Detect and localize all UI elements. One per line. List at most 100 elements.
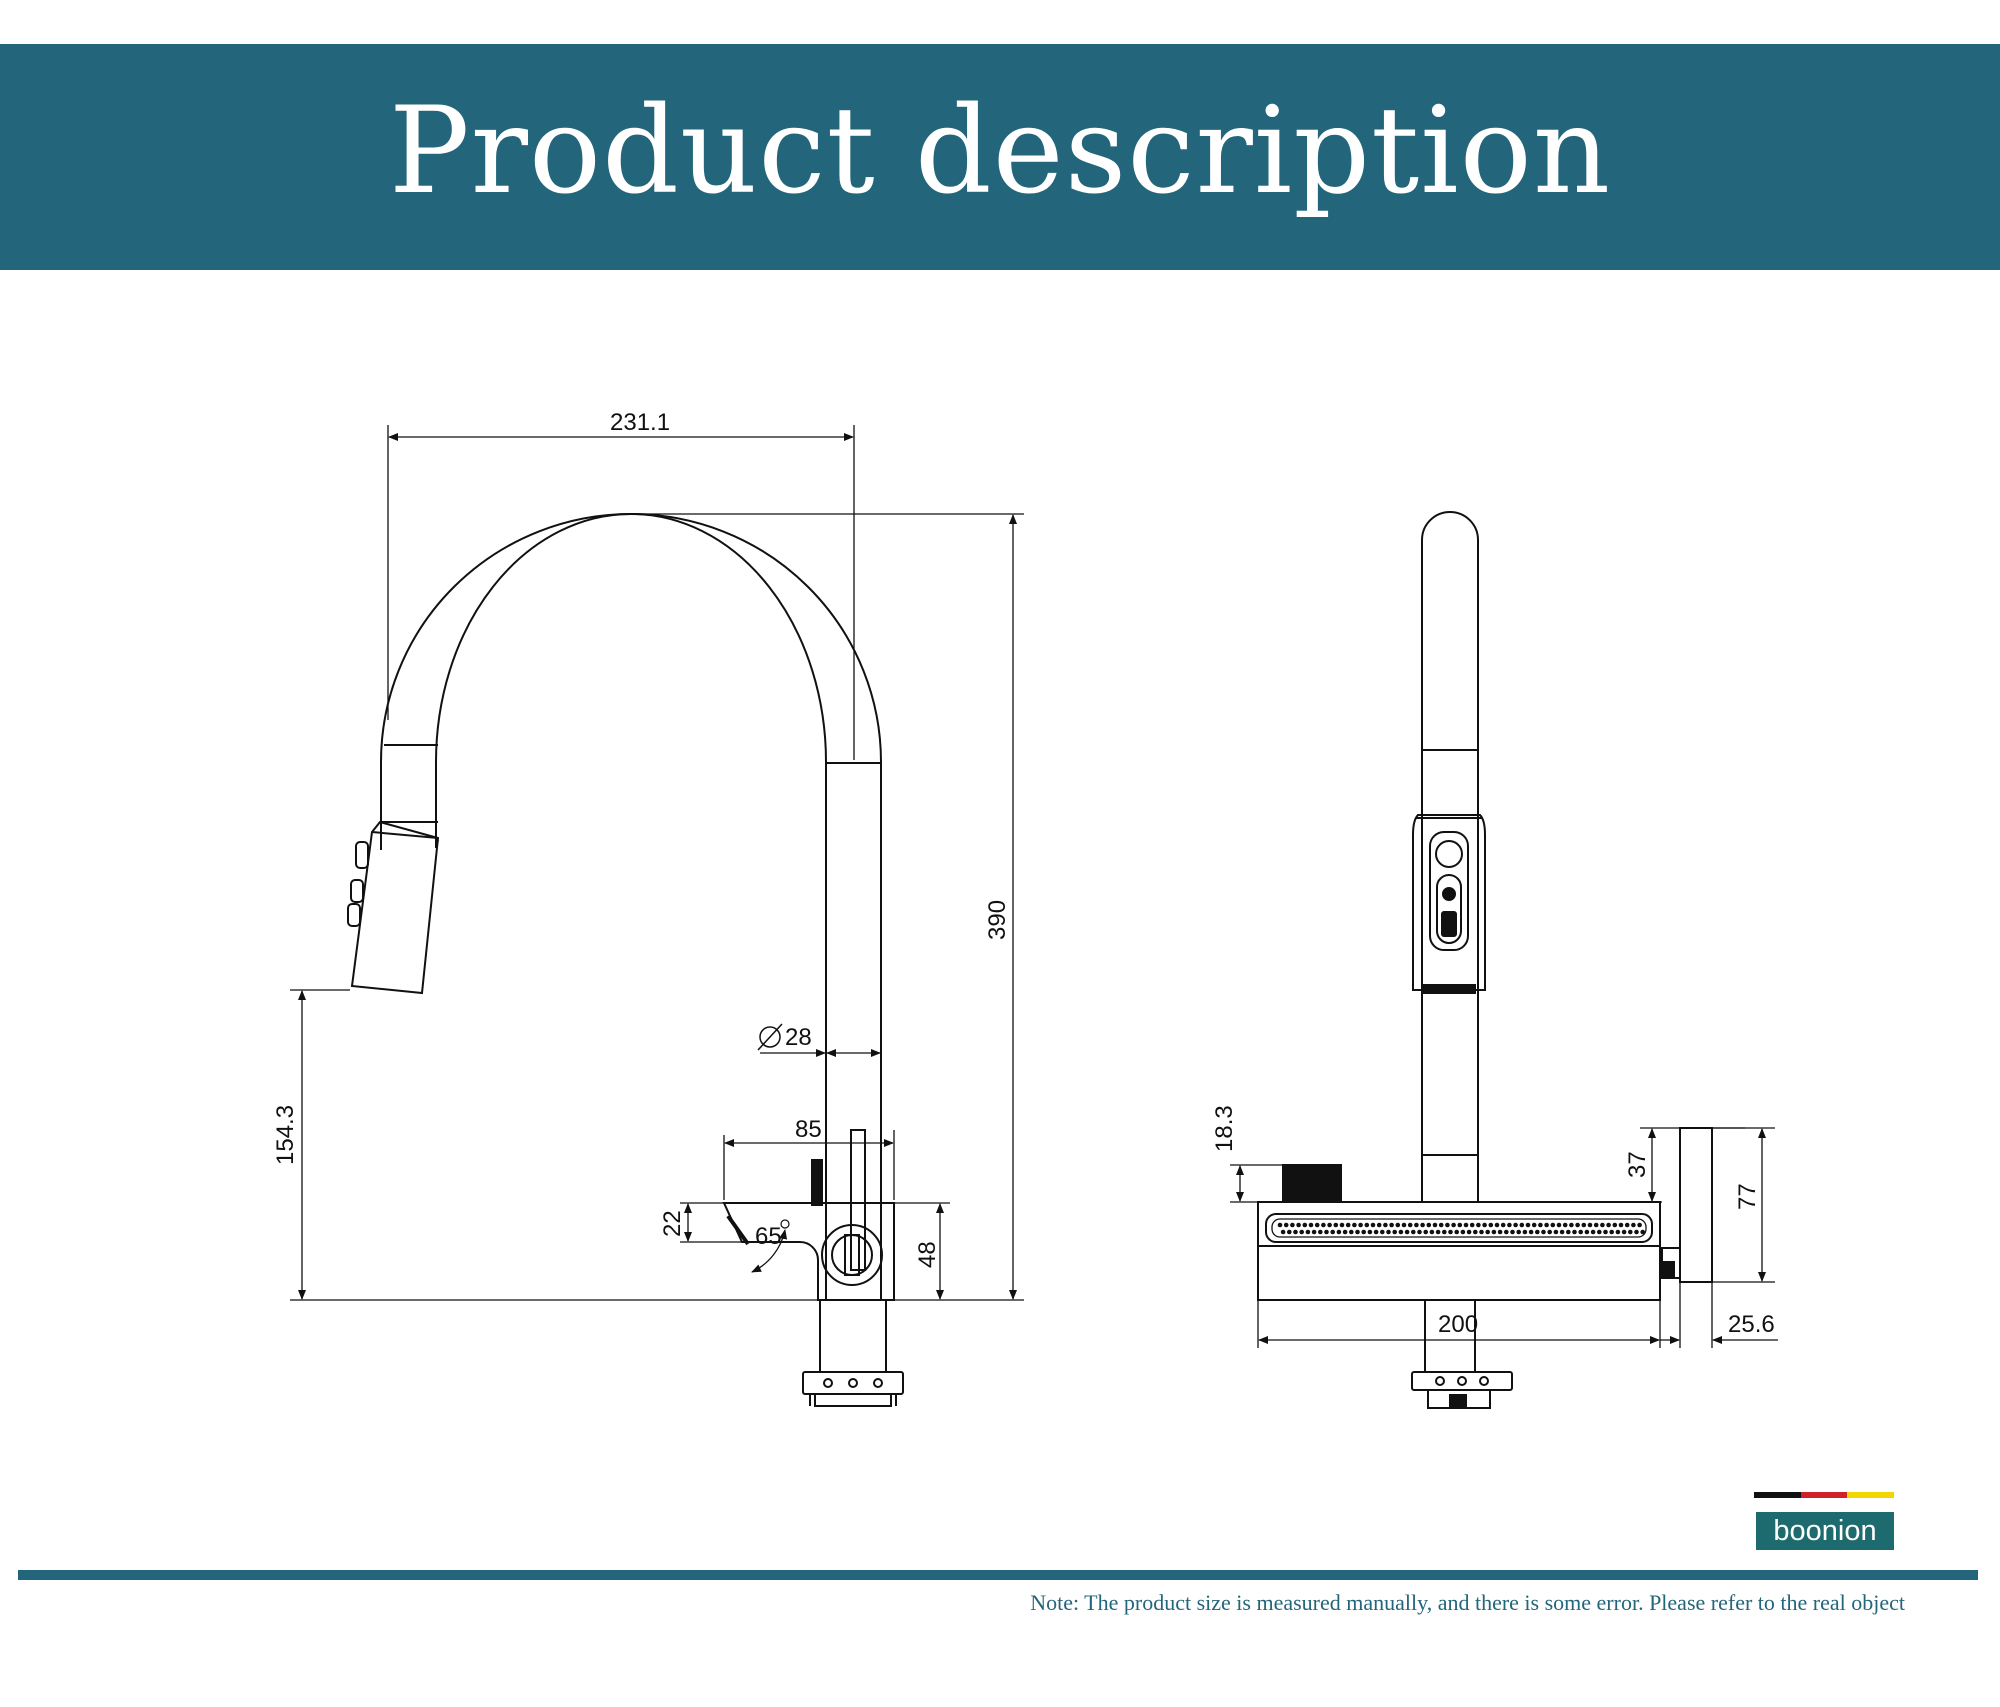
outlet-dot xyxy=(1442,1229,1447,1235)
outlet-dot xyxy=(1572,1229,1577,1235)
outlet-dot xyxy=(1504,1229,1509,1235)
brand-stripe-2 xyxy=(1800,1492,1848,1498)
front-knob xyxy=(1282,1164,1342,1203)
outlet-dot xyxy=(1395,1222,1401,1228)
outlet-dot xyxy=(1553,1229,1559,1235)
outlet-dot xyxy=(1330,1229,1335,1235)
outlet-dot xyxy=(1603,1229,1608,1235)
outlet-dot xyxy=(1342,1229,1348,1235)
outlet-dot xyxy=(1522,1229,1528,1235)
outlet-dot xyxy=(1438,1222,1444,1228)
outlet-dot xyxy=(1550,1222,1556,1228)
outlet-dot xyxy=(1637,1222,1642,1228)
outlet-dot xyxy=(1367,1229,1373,1235)
outlet-dot xyxy=(1361,1229,1366,1235)
outlet-dot xyxy=(1569,1222,1574,1228)
outlet-dot xyxy=(1376,1222,1382,1228)
outlet-dot xyxy=(1407,1222,1413,1228)
header-banner: Product description xyxy=(0,44,2000,270)
outlet-dot xyxy=(1466,1229,1472,1235)
outlet-dot xyxy=(1454,1229,1459,1235)
outlet-dot xyxy=(1590,1229,1596,1235)
outlet-dot xyxy=(1448,1229,1453,1235)
outlet-dot xyxy=(1469,1222,1475,1228)
outlet-dot xyxy=(1435,1229,1441,1235)
dim-spout-height: 154.3 xyxy=(272,1105,299,1165)
outlet-dot xyxy=(1479,1229,1484,1235)
outlet-dot xyxy=(1497,1229,1503,1235)
outlet-dot xyxy=(1541,1229,1546,1235)
outlet-dots xyxy=(1277,1222,1645,1235)
outlet-dot xyxy=(1386,1229,1391,1235)
front-mounting-nut xyxy=(1411,1371,1513,1391)
outlet-dot xyxy=(1401,1222,1407,1228)
outlet-dot xyxy=(1609,1229,1614,1235)
side-view-faucet xyxy=(347,513,904,1407)
outlet-dot xyxy=(1339,1222,1345,1228)
dim-panel-height: 77 xyxy=(1734,1183,1761,1210)
outlet-dot xyxy=(1513,1222,1518,1228)
outlet-dot xyxy=(1597,1229,1602,1235)
spray-head xyxy=(350,820,440,995)
outlet-dot xyxy=(1445,1222,1450,1228)
dim-handle-offset: 22 xyxy=(659,1210,686,1237)
brand-stripe-1 xyxy=(1754,1492,1801,1498)
page-title: Product description xyxy=(388,82,1612,221)
outlet-dot xyxy=(1587,1222,1593,1228)
outlet-dot xyxy=(1383,1222,1388,1228)
outlet-dot xyxy=(1327,1222,1332,1228)
outlet-dot xyxy=(1423,1229,1428,1235)
outlet-dot xyxy=(1544,1222,1549,1228)
outlet-dot xyxy=(1283,1222,1289,1228)
outlet-dot xyxy=(1429,1229,1435,1235)
outlet-dot xyxy=(1296,1222,1301,1228)
dim-handle-height: 48 xyxy=(914,1241,941,1268)
outlet-dot xyxy=(1324,1229,1329,1235)
outlet-dot xyxy=(1525,1222,1531,1228)
outlet-dot xyxy=(1398,1229,1404,1235)
spout-outer-line xyxy=(435,513,827,1300)
outlet-dot xyxy=(1280,1229,1286,1235)
outlet-dot xyxy=(1364,1222,1370,1228)
outlet-dot xyxy=(1302,1222,1308,1228)
outlet-dot xyxy=(1593,1222,1599,1228)
outlet-dot xyxy=(1414,1222,1419,1228)
outlet-dot xyxy=(1612,1222,1618,1228)
outlet-dot xyxy=(1370,1222,1376,1228)
outlet-dot xyxy=(1318,1229,1323,1235)
outlet-dot xyxy=(1345,1222,1351,1228)
outlet-dot xyxy=(1426,1222,1432,1228)
outlet-dot xyxy=(1305,1229,1311,1235)
degree-mark xyxy=(780,1219,790,1229)
mounting-nut xyxy=(802,1371,904,1395)
outlet-dot xyxy=(1615,1229,1621,1235)
outlet-dot xyxy=(1463,1222,1469,1228)
outlet-dot xyxy=(1566,1229,1571,1235)
outlet-dot xyxy=(1314,1222,1320,1228)
outlet-dot xyxy=(1516,1229,1521,1235)
outlet-dot xyxy=(1631,1222,1636,1228)
front-button-panel xyxy=(1429,831,1469,951)
handle-knob xyxy=(821,1224,883,1286)
outlet-dot xyxy=(1311,1229,1317,1235)
outlet-dot xyxy=(1411,1229,1416,1235)
base-pipe xyxy=(819,1299,887,1373)
outlet-dot xyxy=(1482,1222,1487,1228)
outlet-dot xyxy=(1575,1222,1580,1228)
footer-note: Note: The product size is measured manua… xyxy=(1030,1590,1905,1615)
outlet-dot xyxy=(1349,1229,1354,1235)
outlet-dot xyxy=(1420,1222,1425,1228)
front-view-dimension-lines xyxy=(1230,1127,1778,1348)
front-spout xyxy=(1421,511,1479,1202)
dim-base-width: 200 xyxy=(1438,1311,1478,1338)
outlet-dot xyxy=(1600,1222,1605,1228)
outlet-dot xyxy=(1547,1229,1552,1235)
outlet-dot xyxy=(1476,1222,1481,1228)
outlet-dot xyxy=(1457,1222,1463,1228)
outlet-dot xyxy=(1333,1222,1339,1228)
outlet-dot xyxy=(1584,1229,1590,1235)
diameter-symbol xyxy=(757,1023,783,1051)
spray-button-top xyxy=(355,841,369,869)
footer-divider xyxy=(18,1570,1978,1580)
